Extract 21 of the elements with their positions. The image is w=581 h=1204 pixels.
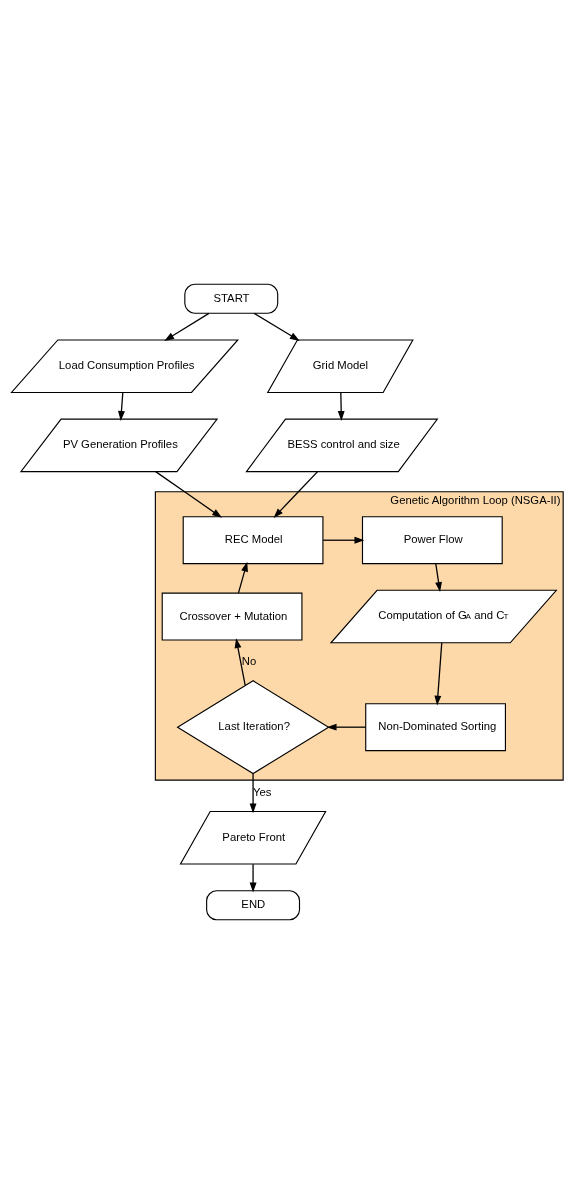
arrow [164,312,210,341]
arrow [273,471,319,518]
arrow [249,773,257,814]
node-box: Crossover + Mutation [161,592,303,641]
node-box: Non-Dominated Sorting [365,703,506,752]
node-diamond: Last Iteration? [176,680,330,775]
arrow [253,312,300,341]
edge-label: No [241,654,257,667]
arrow [234,638,246,687]
node-box: REC Model [182,516,324,565]
node-box: START [184,283,279,314]
arrow [435,563,442,592]
arrow [337,391,345,421]
arrow [322,536,365,544]
arrow [326,723,367,731]
arrow [249,863,257,893]
node-box: END [206,890,301,921]
arrow [237,561,248,594]
node-box: Power Flow [361,516,503,565]
arrow [118,391,125,421]
arrow [434,642,443,706]
